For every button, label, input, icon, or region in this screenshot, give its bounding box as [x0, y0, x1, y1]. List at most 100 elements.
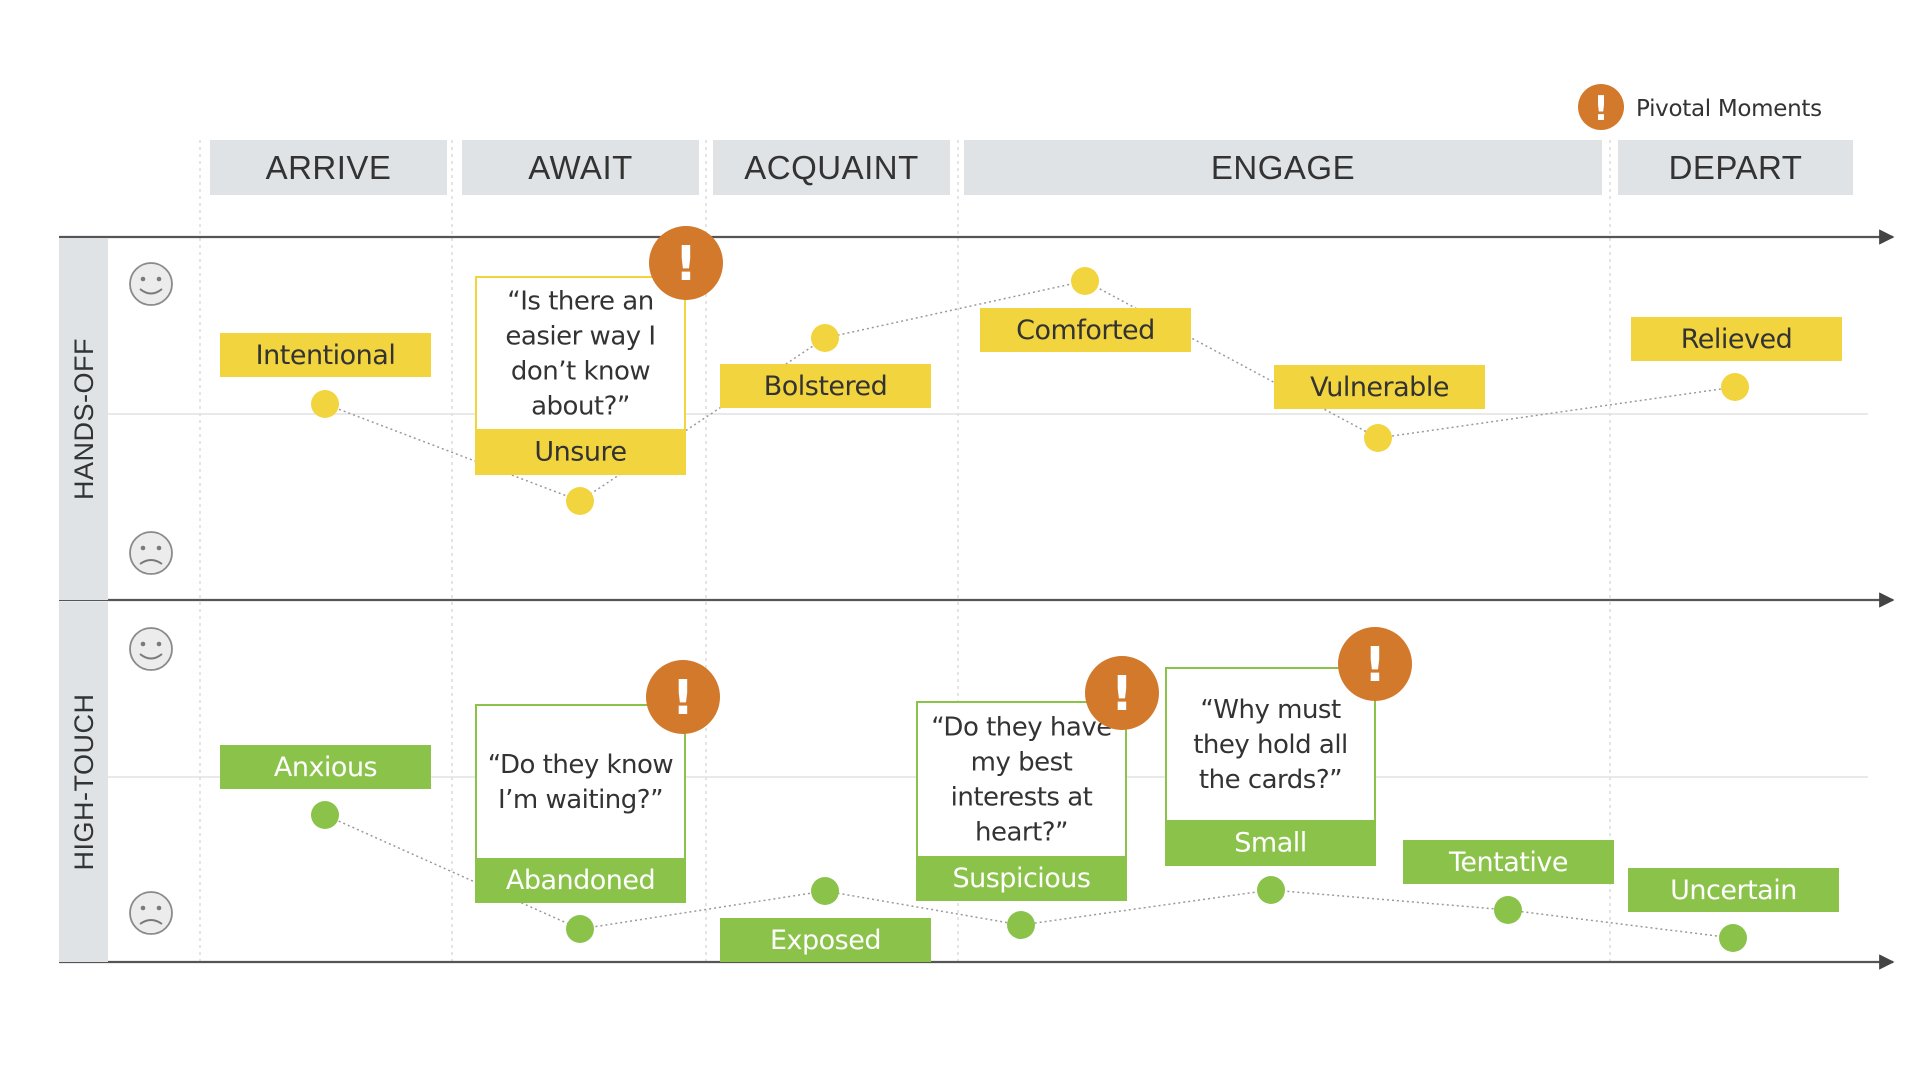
happy-face-icon — [129, 262, 173, 306]
emotion-label-box — [220, 745, 431, 789]
emotion-relieved: Relieved — [1631, 317, 1842, 361]
quote-line: “Do they know — [488, 750, 674, 780]
emotion-point-anxious — [311, 801, 339, 829]
stage-header-await: AWAIT — [462, 140, 699, 195]
emotion-point-comforted — [1071, 267, 1099, 295]
emotion-label: Abandoned — [506, 865, 655, 896]
lane-label: HANDS-OFF — [69, 338, 99, 500]
quote-line: about?” — [531, 392, 630, 422]
lane-label-bg — [59, 238, 108, 600]
emotion-label: Uncertain — [1670, 875, 1797, 906]
emotion-small: “Why must they hold all the cards?” Small — [1165, 667, 1376, 866]
emotion-point-tentative — [1494, 896, 1522, 924]
pivotal-moment-icon: ! — [1338, 627, 1412, 701]
emotion-label: Intentional — [256, 340, 396, 371]
emotion-point-small — [1257, 876, 1285, 904]
stage-header-engage: ENGAGE — [964, 140, 1602, 195]
emotion-point-suspicious — [1007, 911, 1035, 939]
pivotal-moment-icon: ! — [649, 226, 723, 300]
svg-text:!: ! — [672, 670, 694, 726]
sad-face-icon — [129, 531, 173, 575]
quote-line: I’m waiting?” — [498, 785, 663, 815]
emotion-label-box — [476, 858, 685, 902]
emotion-point-exposed — [811, 877, 839, 905]
emotion-bolstered: Bolstered — [720, 364, 931, 408]
emotion-point-intentional — [311, 390, 339, 418]
emotion-label-box — [980, 308, 1191, 352]
emotion-curve-hands-off — [324, 280, 1736, 502]
stage-label: ARRIVE — [266, 149, 392, 186]
quote-line: interests at — [951, 783, 1093, 813]
emotion-label-box — [1628, 868, 1839, 912]
emotion-label-box — [720, 364, 931, 408]
emotion-label: Bolstered — [764, 371, 888, 402]
emotion-label: Suspicious — [952, 863, 1090, 894]
emotion-label-box — [720, 918, 931, 962]
emotion-label-box — [476, 429, 685, 474]
legend-pivotal-moments: ! Pivotal Moments — [1578, 84, 1822, 130]
happy-face-icon — [129, 627, 173, 671]
stage-header-arrive: ARRIVE — [210, 140, 447, 195]
stage-label: ACQUAINT — [744, 149, 919, 186]
legend-label: Pivotal Moments — [1636, 96, 1822, 122]
emotion-tentative: Tentative — [1403, 840, 1614, 884]
svg-text:!: ! — [1364, 637, 1386, 693]
quote-line: the cards?” — [1199, 765, 1342, 795]
quote-line: “Is there an — [507, 287, 653, 317]
emotion-label: Unsure — [534, 437, 626, 468]
emotion-unsure: “Is there an easier way I don’t know about?… — [475, 276, 686, 475]
svg-text:!: ! — [675, 236, 697, 292]
stage-header-bg — [964, 140, 1602, 195]
emotion-label-box — [1403, 840, 1614, 884]
quote-line: “Do they have — [931, 713, 1111, 743]
emotion-intentional: Intentional — [220, 333, 431, 377]
emotion-point-vulnerable — [1364, 424, 1392, 452]
lane-label-bg — [59, 602, 108, 962]
emotion-exposed: Exposed — [720, 918, 931, 962]
emotion-label-box — [1166, 820, 1375, 865]
stage-header-depart: DEPART — [1618, 140, 1853, 195]
emotion-point-uncertain — [1719, 924, 1747, 952]
emotion-label: Anxious — [274, 752, 377, 783]
exclamation-icon — [1578, 84, 1624, 130]
quote-line: they hold all — [1193, 730, 1348, 760]
stage-header-bg — [462, 140, 699, 195]
quote-line: easier way I — [505, 322, 655, 352]
emotion-label: Small — [1234, 828, 1307, 859]
emotion-comforted: Comforted — [980, 308, 1191, 352]
emotion-point-unsure — [566, 487, 594, 515]
emotion-label-box — [917, 856, 1126, 900]
emotion-label: Exposed — [770, 925, 881, 956]
emotion-label-box — [1274, 365, 1485, 409]
stage-header-bg — [210, 140, 447, 195]
emotion-point-abandoned — [566, 915, 594, 943]
lane-label: HIGH-TOUCH — [69, 694, 99, 871]
emotion-point-bolstered — [811, 324, 839, 352]
svg-text:!: ! — [1111, 666, 1133, 722]
stage-header-bg — [713, 140, 950, 195]
quote-line: “Why must — [1200, 695, 1341, 725]
lane-hands-off: HANDS-OFF — [59, 238, 173, 600]
emotion-uncertain: Uncertain — [1628, 868, 1839, 912]
stage-label: ENGAGE — [1211, 149, 1355, 186]
pivotal-moment-icon: ! — [1085, 656, 1159, 730]
quote-line: heart?” — [975, 818, 1068, 848]
quote-line: don’t know — [511, 357, 651, 387]
stage-label: AWAIT — [528, 149, 633, 186]
emotion-label: Tentative — [1448, 847, 1568, 878]
quote-line: my best — [971, 748, 1073, 778]
emotion-label-box — [1631, 317, 1842, 361]
emotion-point-relieved — [1721, 373, 1749, 401]
emotion-label: Relieved — [1681, 324, 1793, 355]
emotion-vulnerable: Vulnerable — [1274, 365, 1485, 409]
stage-header-bg — [1618, 140, 1853, 195]
lane-high-touch: HIGH-TOUCH — [59, 602, 173, 962]
emotion-label: Comforted — [1016, 315, 1155, 346]
sad-face-icon — [129, 891, 173, 935]
emotion-label-box — [220, 333, 431, 377]
emotion-label: Vulnerable — [1310, 372, 1449, 403]
stage-header-acquaint: ACQUAINT — [713, 140, 950, 195]
svg-text:!: ! — [1593, 89, 1609, 129]
